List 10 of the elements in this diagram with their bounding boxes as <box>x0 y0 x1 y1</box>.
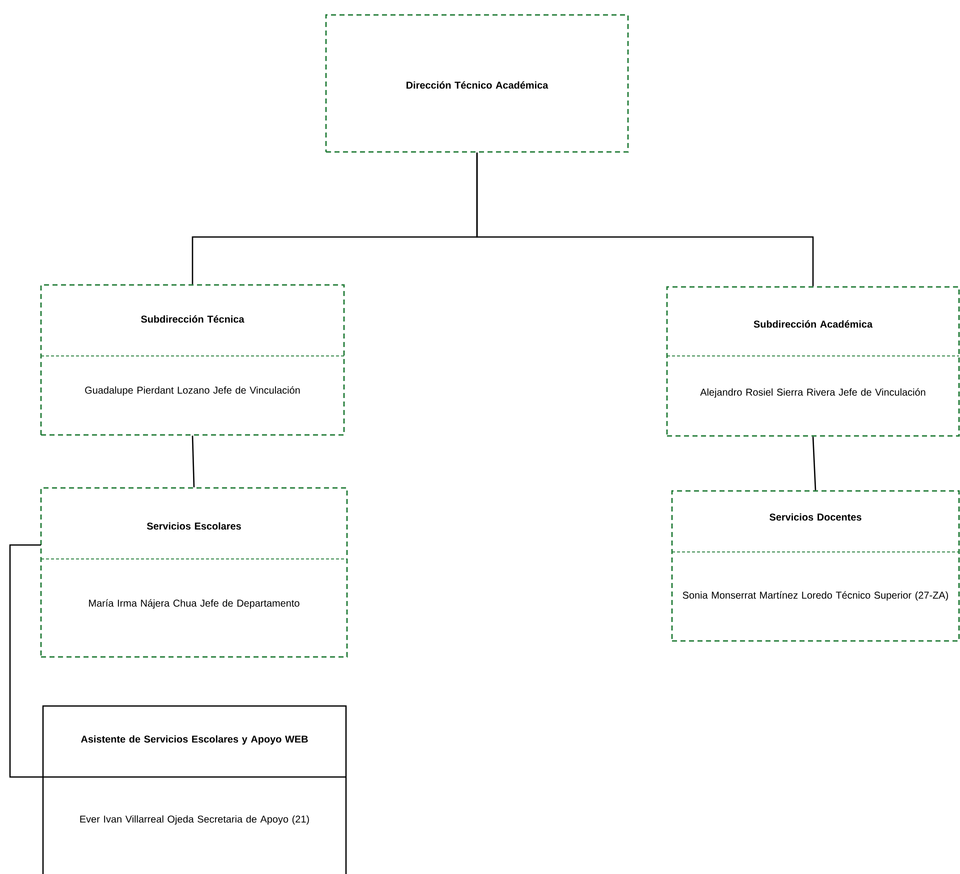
connector-line <box>192 436 195 488</box>
org-box: Servicios Docentes Sonia Monserrat Martínez Loredo Técnico Superior (27-ZA) <box>671 490 960 642</box>
org-box: Subdirección Académica Alejandro Rosiel Sierra Rivera Jefe de Vinculación <box>666 286 960 437</box>
connector-line <box>812 436 816 490</box>
org-box: Dirección Técnico Académica <box>325 14 629 153</box>
connector-line <box>9 544 43 778</box>
org-box: Subdirección Técnica Guadalupe Pierdant Lozano Jefe de Vinculación <box>40 284 345 436</box>
org-box: Servicios Escolares María Irma Nájera Chua Jefe de Departamento <box>40 487 348 658</box>
org-box: Asistente de Servicios Escolares y Apoyo WEB Ever Ivan Villarreal Ojeda Secretaria de Apoyo (21) <box>42 705 347 874</box>
connector-line <box>476 152 814 286</box>
